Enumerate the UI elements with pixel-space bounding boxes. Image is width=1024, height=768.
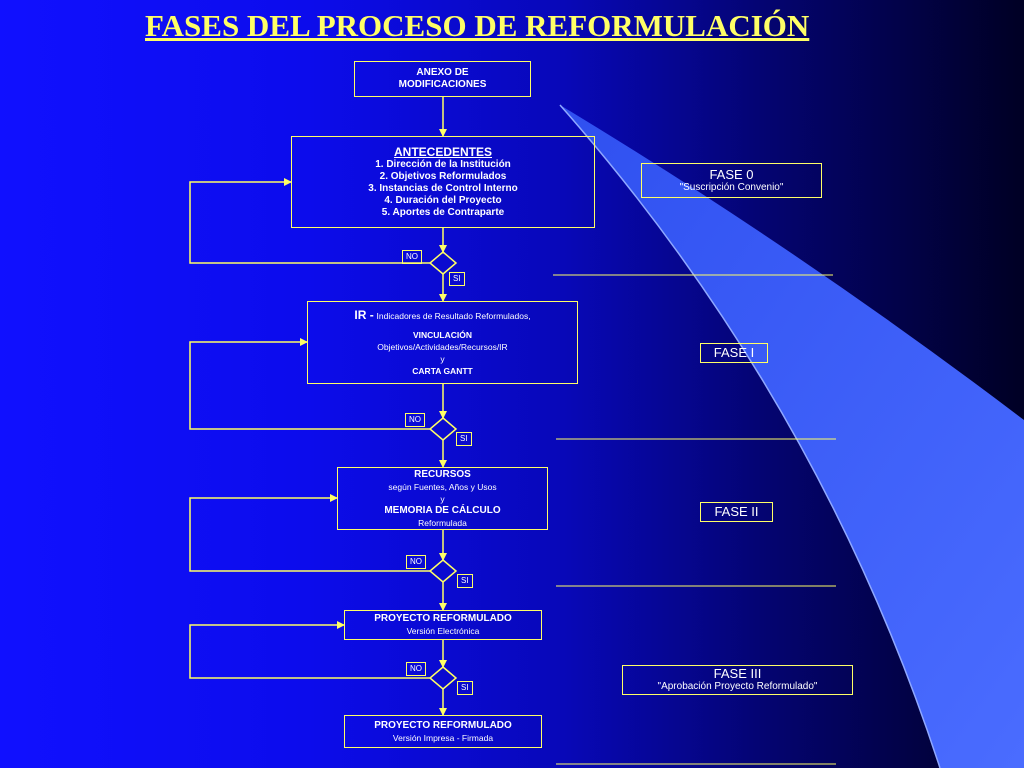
ir-heading-desc: Indicadores de Resultado Reformulados,	[376, 310, 531, 321]
ir-y-label: y	[440, 353, 445, 364]
decision-no-label: NO	[406, 662, 426, 676]
ir-heading-line: IR - Indicadores de Resultado Reformulad…	[308, 309, 577, 323]
decision-diamond	[428, 417, 458, 441]
antecedentes-item: 2. Objetivos Reformulados	[379, 171, 507, 182]
recursos-y-label: y	[440, 493, 445, 504]
decorative-band	[560, 105, 1024, 768]
anexo-modificaciones-box: ANEXO DE MODIFICACIONES	[354, 61, 531, 97]
page-title: FASES DEL PROCESO DE REFORMULACIÓN	[145, 8, 810, 43]
recursos-heading: RECURSOS	[414, 468, 471, 480]
proyecto-reformulado-impreso-box: PROYECTO REFORMULADO Versión Impresa - F…	[344, 715, 542, 748]
loop-back-connector	[189, 338, 430, 430]
fase-3-label: FASE III "Aprobación Proyecto Reformulad…	[622, 665, 853, 695]
fase-1-title: FASE I	[713, 345, 755, 360]
indicadores-resultado-box: IR - Indicadores de Resultado Reformulad…	[307, 301, 578, 384]
fase-3-sub: "Aprobación Proyecto Reformulado"	[657, 681, 818, 692]
fase-0-sub: "Suscripción Convenio"	[679, 181, 784, 193]
carta-gantt-label: CARTA GANTT	[412, 365, 473, 376]
decision-no-label: NO	[406, 555, 426, 569]
anexo-line1: ANEXO DE	[416, 67, 469, 78]
proyecto-impreso-sub: Versión Impresa - Firmada	[392, 732, 494, 743]
decision-si-label: SI	[456, 432, 472, 446]
decision-diamond	[428, 559, 458, 583]
memoria-calculo-label: MEMORIA DE CÁLCULO	[384, 504, 501, 516]
proyecto-electronico-sub: Versión Electrónica	[406, 626, 480, 636]
fase-2-title: FASE II	[714, 504, 759, 519]
decision-diamond	[428, 666, 458, 690]
vinculacion-label: VINCULACIÓN	[412, 329, 473, 340]
loop-back-connector	[189, 621, 430, 679]
loop-back-connector	[189, 178, 430, 264]
decorative-arc	[559, 104, 941, 768]
decision-no-label: NO	[405, 413, 425, 427]
proyecto-impreso-heading: PROYECTO REFORMULADO	[374, 719, 512, 731]
antecedentes-item: 5. Aportes de Contraparte	[381, 207, 505, 218]
antecedentes-item: 4. Duración del Proyecto	[384, 195, 502, 206]
proyecto-electronico-heading: PROYECTO REFORMULADO	[374, 613, 512, 624]
decision-si-label: SI	[457, 681, 473, 695]
fase-2-label: FASE II	[700, 502, 773, 522]
decision-no-label: NO	[402, 250, 422, 264]
fase-0-title: FASE 0	[709, 166, 754, 182]
antecedentes-heading: ANTECEDENTES	[393, 145, 492, 159]
anexo-line2: MODIFICACIONES	[398, 79, 487, 90]
antecedentes-box: ANTECEDENTES 1. Dirección de la Instituc…	[291, 136, 595, 228]
loop-back-connector	[189, 494, 430, 572]
antecedentes-item: 1. Dirección de la Institución	[375, 159, 511, 170]
recursos-sub: según Fuentes, Años y Usos	[388, 481, 497, 492]
ir-heading: IR -	[354, 307, 374, 322]
recursos-box: RECURSOS según Fuentes, Años y Usos y ME…	[337, 467, 548, 530]
antecedentes-item: 3. Instancias de Control Interno	[368, 183, 518, 194]
decision-si-label: SI	[449, 272, 465, 286]
proyecto-reformulado-electronico-box: PROYECTO REFORMULADO Versión Electrónica	[344, 610, 542, 640]
decision-diamond	[428, 251, 458, 275]
fase-0-label: FASE 0 "Suscripción Convenio"	[641, 163, 822, 198]
fase-1-label: FASE I	[700, 343, 768, 363]
fase-3-title: FASE III	[713, 666, 762, 681]
objetivos-label: Objetivos/Actividades/Recursos/IR	[377, 341, 508, 352]
decision-si-label: SI	[457, 574, 473, 588]
reformulada-label: Reformulada	[418, 517, 467, 528]
